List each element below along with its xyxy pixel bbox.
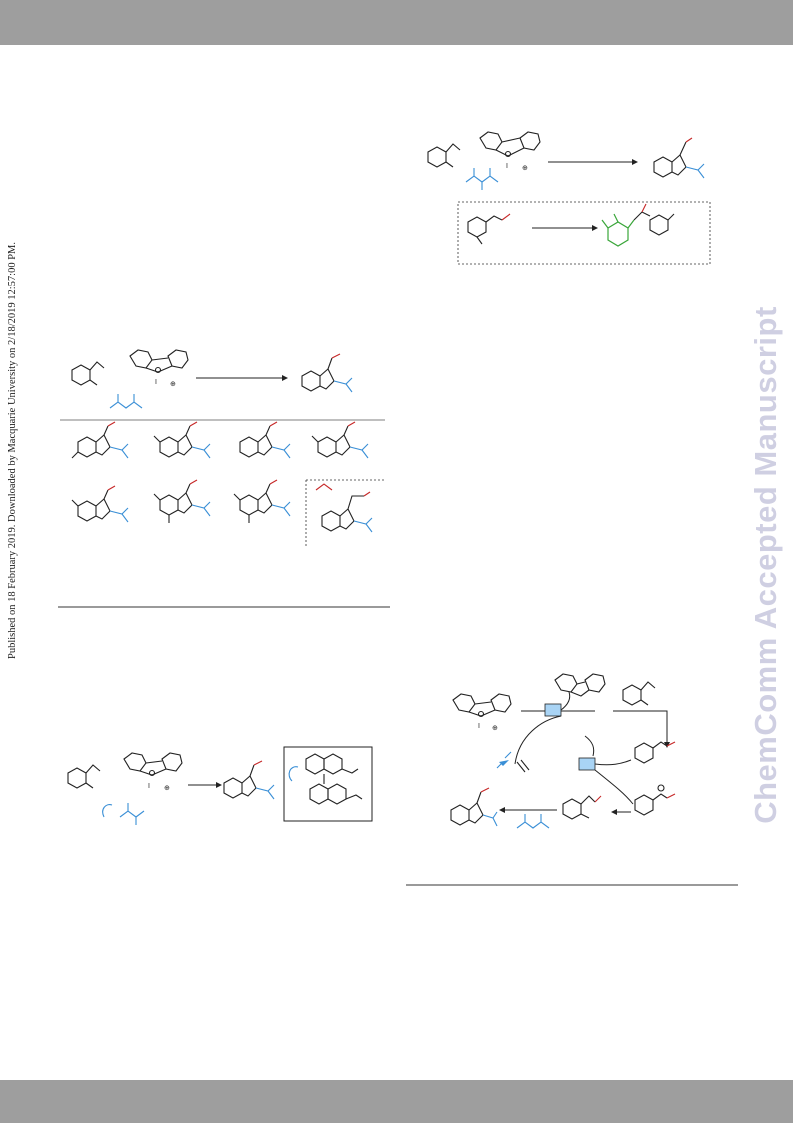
header-band bbox=[0, 0, 793, 45]
product-row-1 bbox=[71, 421, 369, 459]
scheme-substrate-scope: I ⊕ bbox=[60, 349, 385, 546]
publication-note-text: Published on 18 February 2019. Downloade… bbox=[7, 241, 19, 659]
scheme-catalytic-cycle: I ⊕ bbox=[450, 673, 676, 829]
charge-label: ⊕ bbox=[522, 165, 528, 172]
scheme-mechanistic-control: I ⊕ bbox=[427, 131, 711, 265]
scheme-enantioselective: I ⊕ bbox=[67, 746, 373, 825]
product-row-2 bbox=[71, 479, 385, 546]
watermark-text: ChemComm Accepted Manuscript bbox=[748, 306, 783, 824]
publication-note: Published on 18 February 2019. Downloade… bbox=[5, 170, 21, 730]
scheme-divider-right bbox=[406, 884, 738, 886]
accepted-manuscript-watermark: ChemComm Accepted Manuscript bbox=[740, 295, 792, 835]
iodide-label: I bbox=[148, 783, 150, 790]
iodide-label: I bbox=[478, 723, 480, 730]
footer-band bbox=[0, 1080, 793, 1123]
scheme-divider-left bbox=[58, 606, 390, 608]
charge-label: ⊕ bbox=[492, 725, 498, 732]
iodide-label: I bbox=[506, 163, 508, 170]
charge-label: ⊕ bbox=[164, 785, 170, 792]
charge-label: ⊕ bbox=[170, 381, 176, 388]
iodide-label: I bbox=[155, 379, 157, 386]
